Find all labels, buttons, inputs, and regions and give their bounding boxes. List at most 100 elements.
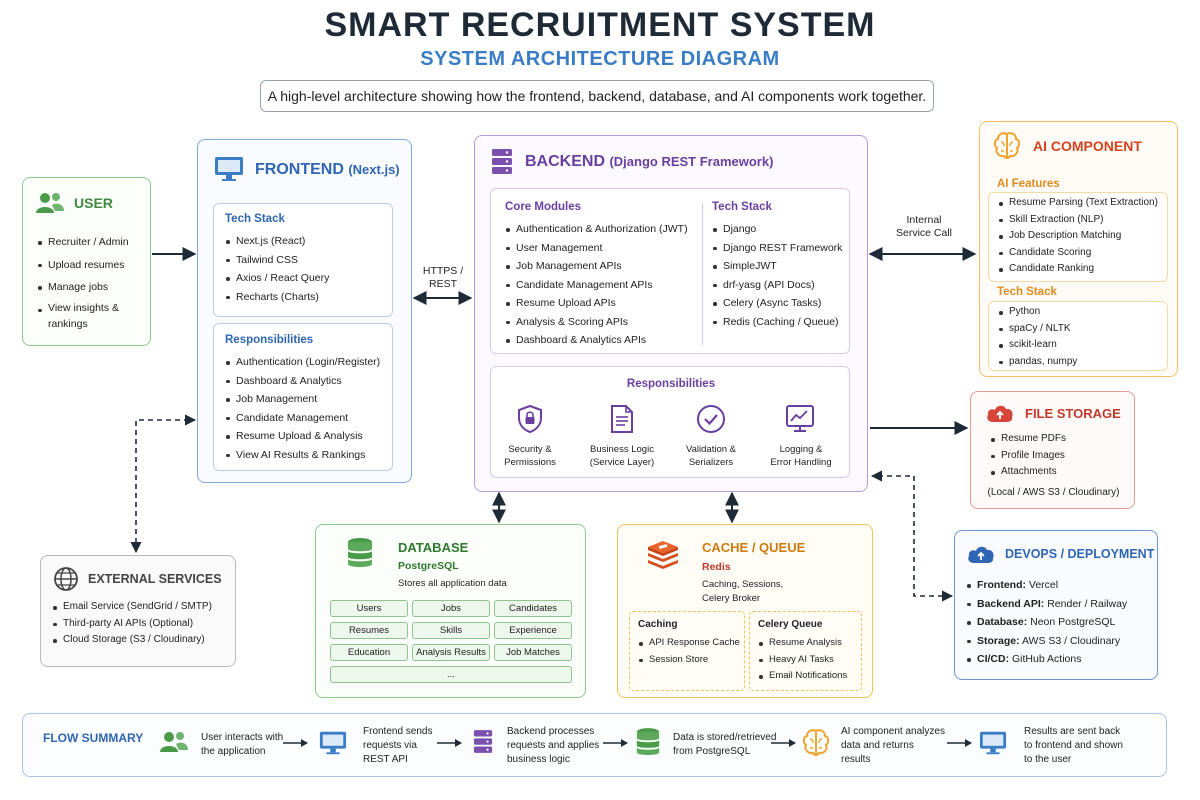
brain-icon	[802, 729, 830, 757]
backend-modules-panel: Core Modules Authentication & Authorizat…	[490, 188, 850, 354]
frontend-tech-item: Recharts (Charts)	[225, 288, 329, 307]
database-box: DATABASE PostgreSQL Stores all applicati…	[315, 524, 586, 698]
backend-divider	[702, 203, 703, 345]
celery-queue-panel: Celery Queue Resume Analysis Heavy AI Ta…	[749, 611, 862, 691]
backend-tech-title: Tech Stack	[712, 201, 772, 213]
internal-label-line1: Internal	[906, 214, 942, 226]
cache-box: CACHE / QUEUE Redis Caching, Sessions, C…	[617, 524, 873, 698]
flow-step-line: REST API	[363, 754, 408, 765]
shield-lock-icon	[518, 404, 542, 434]
user-title: USER	[74, 195, 113, 211]
devops-value: AWS S3 / Cloudinary	[1021, 634, 1121, 647]
ai-tech-item: pandas, numpy	[998, 354, 1077, 371]
ai-tech-list: Python spaCy / NLTK scikit-learn pandas,…	[998, 304, 1077, 370]
ai-features-panel: Resume Parsing (Text Extraction) Skill E…	[988, 192, 1168, 282]
frontend-resp-item: Candidate Management	[225, 409, 380, 428]
arrow-right-icon	[437, 739, 462, 747]
frontend-techstack-list: Next.js (React) Tailwind CSS Axios / Rea…	[225, 232, 329, 306]
flow-step-1: User interacts with the application	[201, 731, 283, 759]
devops-label: Frontend:	[977, 579, 1026, 591]
cache-desc-line: Celery Broker	[702, 593, 761, 604]
ai-tech-item: Python	[998, 304, 1077, 321]
backend-tech-item: Django	[712, 220, 842, 239]
flow-step-line: User interacts with	[201, 732, 284, 743]
document-icon	[611, 405, 633, 433]
frontend-resp-item: Job Management	[225, 390, 380, 409]
db-table-tile: Education	[330, 644, 408, 661]
frontend-resp-item: Authentication (Login/Register)	[225, 353, 380, 372]
backend-tech-list: Django Django REST Framework SimpleJWT d…	[712, 220, 842, 331]
brain-icon	[993, 132, 1021, 160]
ai-title: AI COMPONENT	[1033, 138, 1142, 154]
flow-step-3: Backend processes requests and applies b…	[507, 725, 599, 767]
backend-responsibilities-panel: Responsibilities Security & Permissions …	[490, 366, 850, 478]
flow-step-line: to frontend and shown	[1024, 740, 1123, 751]
ai-tech-panel: Python spaCy / NLTK scikit-learn pandas,…	[988, 301, 1168, 371]
monitor-icon	[979, 731, 1007, 755]
https-label-line2: REST	[428, 278, 457, 290]
backend-resp-line: Security &	[508, 444, 552, 455]
frontend-tech-item: Axios / React Query	[225, 269, 329, 288]
file-storage-title: FILE STORAGE	[1025, 406, 1121, 421]
redis-icon	[648, 541, 678, 569]
devops-item: Database: Neon PostgreSQL	[966, 613, 1127, 632]
backend-resp-logging: Logging & Error Handling	[759, 443, 843, 469]
external-list: Email Service (SendGrid / SMTP) Third-pa…	[52, 599, 212, 649]
external-item: Third-party AI APIs (Optional)	[52, 616, 212, 633]
page-title: SMART RECRUITMENT SYSTEM	[324, 6, 876, 44]
caching-item: API Response Cache	[638, 635, 740, 652]
arrow-external-frontend	[130, 414, 197, 554]
flow-step-line: business logic	[507, 754, 570, 765]
flow-step-line: Frontend sends	[363, 726, 433, 737]
db-table-tile: ...	[330, 666, 572, 683]
file-storage-footer: (Local / AWS S3 / Cloudinary)	[987, 487, 1120, 498]
devops-value: Vercel	[1028, 579, 1059, 591]
frontend-tech-item: Next.js (React)	[225, 232, 329, 251]
monitor-icon	[319, 731, 347, 755]
frontend-responsibilities-panel: Responsibilities Authentication (Login/R…	[213, 323, 393, 471]
backend-resp-line: Validation &	[686, 444, 736, 455]
backend-resp-line: Logging &	[779, 444, 823, 455]
frontend-resp-item: Dashboard & Analytics	[225, 372, 380, 391]
devops-item: CI/CD: GitHub Actions	[966, 650, 1127, 669]
backend-core-item: Resume Upload APIs	[505, 294, 688, 313]
ai-feature-item: Skill Extraction (NLP)	[998, 212, 1158, 229]
devops-label: Database:	[977, 616, 1028, 628]
devops-value: Render / Railway	[1047, 597, 1128, 610]
queue-title: Celery Queue	[758, 619, 823, 630]
database-title: DATABASE	[398, 540, 469, 555]
backend-core-list: Authentication & Authorization (JWT) Use…	[505, 220, 688, 350]
frontend-tech-suffix: (Next.js)	[348, 162, 400, 177]
backend-core-item: Dashboard & Analytics APIs	[505, 331, 688, 350]
backend-core-item: Authentication & Authorization (JWT)	[505, 220, 688, 239]
flow-step-6: Results are sent back to frontend and sh…	[1024, 725, 1123, 767]
frontend-resp-item: Resume Upload & Analysis	[225, 427, 380, 446]
cache-engine: Redis	[702, 561, 731, 573]
devops-item: Storage: AWS S3 / Cloudinary	[966, 632, 1127, 651]
user-item: Recruiter / Admin	[37, 233, 129, 252]
ai-feature-item: Candidate Scoring	[998, 245, 1158, 262]
users-icon	[36, 193, 64, 213]
devops-box: DEVOPS / DEPLOYMENT Frontend: Vercel Bac…	[954, 530, 1158, 680]
description-text: A high-level architecture showing how th…	[267, 88, 927, 104]
chart-monitor-icon	[786, 405, 814, 432]
db-table-tile: Resumes	[330, 622, 408, 639]
database-icon	[348, 538, 372, 567]
devops-list: Frontend: Vercel Backend API: Render / R…	[966, 576, 1127, 669]
external-item: Cloud Storage (S3 / Cloudinary)	[52, 632, 212, 649]
ai-feature-item: Candidate Ranking	[998, 261, 1158, 278]
arrow-right-icon	[283, 739, 308, 747]
cache-desc-line: Caching, Sessions,	[702, 579, 784, 590]
caching-title: Caching	[638, 619, 678, 630]
frontend-heading: FRONTEND (Next.js)	[255, 161, 400, 179]
flow-summary-box: FLOW SUMMARY User interacts with the app…	[22, 713, 1167, 777]
backend-resp-line: (Service Layer)	[589, 457, 655, 468]
user-item: Upload resumes	[37, 256, 129, 275]
backend-tech-item: Celery (Async Tasks)	[712, 294, 842, 313]
backend-tech-item: drf-yasg (API Docs)	[712, 276, 842, 295]
backend-box: BACKEND (Django REST Framework) Core Mod…	[474, 135, 868, 492]
user-list: Recruiter / Admin Upload resumes Manage …	[37, 233, 129, 316]
ai-tech-item: spaCy / NLTK	[998, 321, 1077, 338]
backend-resp-line: Error Handling	[770, 457, 832, 468]
backend-resp-validation: Validation & Serializers	[672, 443, 750, 469]
